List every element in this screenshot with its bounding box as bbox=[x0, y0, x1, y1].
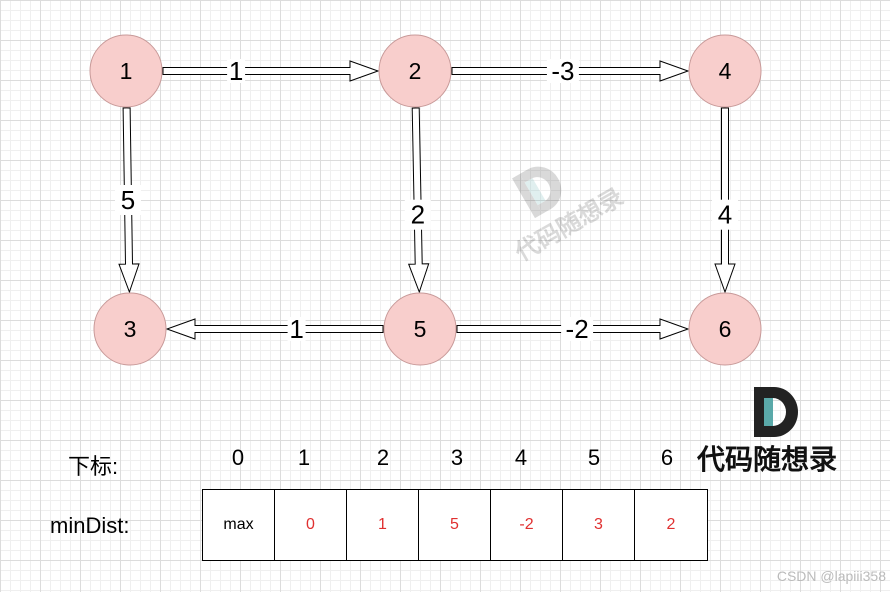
node-circle-5 bbox=[383, 292, 457, 366]
index-5: 5 bbox=[587, 445, 601, 470]
node-label-4: 4 bbox=[719, 58, 732, 84]
credit-text: CSDN @lapiii358 bbox=[776, 568, 886, 584]
edge-labels-layer: 1 -3 5 2 4 1 -2 bbox=[115, 56, 738, 344]
mindist-cell-6: 2 bbox=[666, 516, 676, 533]
graph-node-4: 4 bbox=[688, 34, 762, 108]
index-4: 4 bbox=[514, 445, 528, 470]
edge-weight-2-5: 2 bbox=[411, 200, 425, 230]
brand-text: 代码随想录 bbox=[697, 443, 838, 476]
edge-label-bg-1-3 bbox=[115, 185, 141, 215]
edge-label-bg-4-6 bbox=[712, 199, 738, 230]
mindist-cell-5: 3 bbox=[563, 490, 635, 560]
nodes-layer: 1 2 4 3 5 6 bbox=[89, 34, 762, 366]
mindist-cell-4: -2 bbox=[491, 490, 563, 560]
brand-logo-icon bbox=[754, 387, 798, 442]
node-circle-1 bbox=[89, 34, 163, 108]
index-2: 2 bbox=[376, 445, 390, 470]
mindist-table: max 0 1 5 -2 3 2 bbox=[202, 489, 708, 561]
node-label-2: 2 bbox=[409, 58, 422, 84]
node-circle-6 bbox=[688, 292, 762, 366]
edge-label-bg-5-6 bbox=[561, 317, 594, 341]
mindist-cell-2: 1 bbox=[347, 490, 419, 560]
graph-node-3: 3 bbox=[93, 292, 167, 366]
node-label-3: 3 bbox=[124, 316, 137, 342]
edge-label-bg-2-5 bbox=[404, 199, 431, 230]
edge-weight-5-6: -2 bbox=[566, 314, 589, 344]
index-6: 6 bbox=[660, 445, 674, 470]
node-circle-4 bbox=[688, 34, 762, 108]
mindist-cell-3: 5 bbox=[419, 490, 491, 560]
index-1: 1 bbox=[297, 445, 311, 470]
node-label-6: 6 bbox=[719, 316, 732, 342]
edge-weight-1-3: 5 bbox=[121, 185, 135, 215]
edge-weight-5-3: 1 bbox=[289, 314, 303, 344]
edge-label-bg-5-3 bbox=[287, 317, 306, 341]
edge-weight-1-2: 1 bbox=[229, 56, 243, 86]
edge-weight-2-4: -3 bbox=[551, 56, 574, 86]
graph-diagram: 1 -3 5 2 4 1 -2 1 2 4 3 5 6 bbox=[89, 34, 762, 366]
graph-node-2: 2 bbox=[378, 34, 452, 108]
edge-label-bg-1-2 bbox=[227, 59, 246, 83]
watermark-logo-icon bbox=[511, 158, 572, 222]
edge-label-bg-2-4 bbox=[546, 59, 579, 83]
graph-node-5: 5 bbox=[383, 292, 457, 366]
node-label-1: 1 bbox=[120, 58, 133, 84]
mindist-cell-1: 0 bbox=[275, 490, 347, 560]
graph-node-6: 6 bbox=[688, 292, 762, 366]
mindist-cell-0: max bbox=[203, 490, 275, 560]
node-label-5: 5 bbox=[414, 316, 427, 342]
node-circle-2 bbox=[378, 34, 452, 108]
edge-arrow-5-3 bbox=[165, 318, 384, 340]
node-circle-3 bbox=[93, 292, 167, 366]
mindist-row-label: minDist: bbox=[50, 513, 130, 538]
index-0: 0 bbox=[231, 445, 245, 470]
graph-node-1: 1 bbox=[89, 34, 163, 108]
edge-arrow-1-2 bbox=[162, 60, 380, 82]
index-row-label: 下标: bbox=[68, 454, 119, 479]
index-3: 3 bbox=[450, 445, 464, 470]
edge-weight-4-6: 4 bbox=[718, 200, 732, 230]
